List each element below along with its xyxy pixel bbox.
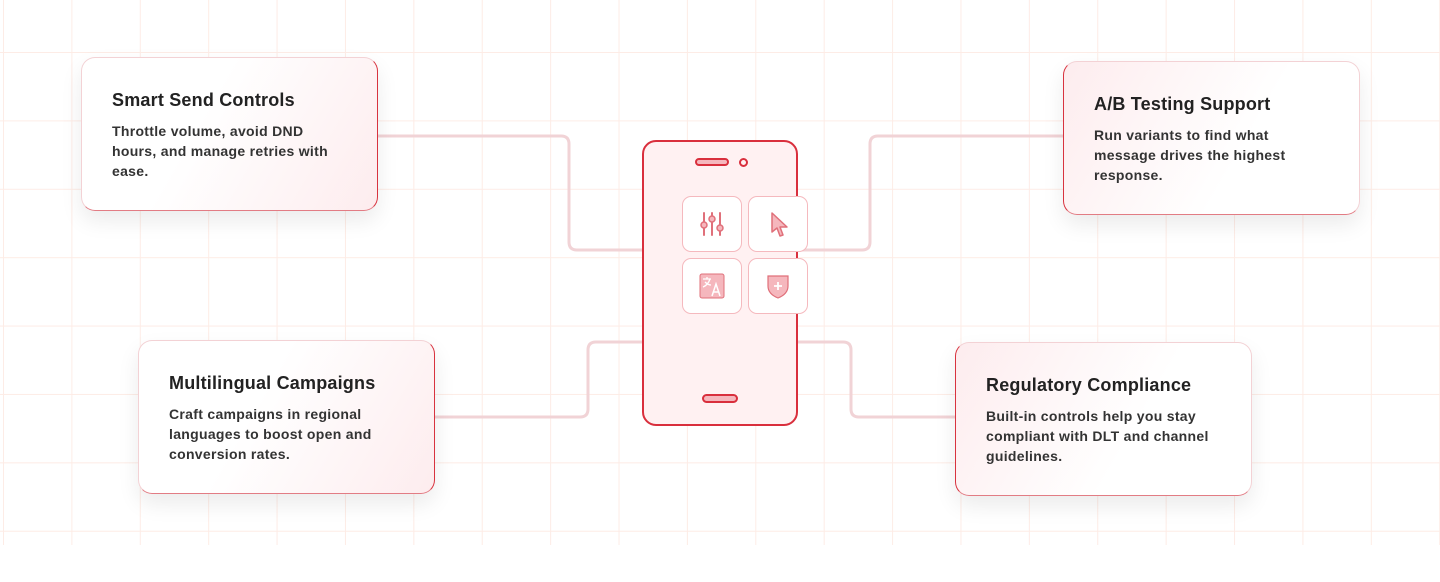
- feature-card-smart-send: Smart Send Controls Throttle volume, avo…: [81, 57, 378, 211]
- phone-speaker: [695, 158, 729, 166]
- sliders-icon: [700, 212, 724, 236]
- translate-icon: [699, 273, 725, 299]
- card-title: Regulatory Compliance: [986, 375, 1192, 395]
- connector-compliance: [798, 340, 955, 419]
- card-title: A/B Testing Support: [1094, 94, 1271, 114]
- feature-card-ab-testing: A/B Testing Support Run variants to find…: [1063, 61, 1360, 215]
- feature-card-compliance: Regulatory Compliance Built-in controls …: [955, 342, 1252, 496]
- card-title: Smart Send Controls: [112, 90, 295, 110]
- tile-sliders: [682, 196, 742, 252]
- tile-translate: [682, 258, 742, 314]
- connector-smart-send: [377, 134, 642, 252]
- card-title: Multilingual Campaigns: [169, 373, 376, 393]
- shield-plus-icon: [767, 275, 789, 299]
- tile-shield: [748, 258, 808, 314]
- phone-home-button: [702, 394, 738, 403]
- feature-card-multilingual: Multilingual Campaigns Craft campaigns i…: [138, 340, 435, 494]
- phone-camera: [739, 158, 748, 167]
- connector-ab-testing: [798, 134, 1063, 252]
- cursor-icon: [771, 212, 788, 237]
- connector-multilingual: [435, 340, 642, 419]
- tile-cursor: [748, 196, 808, 252]
